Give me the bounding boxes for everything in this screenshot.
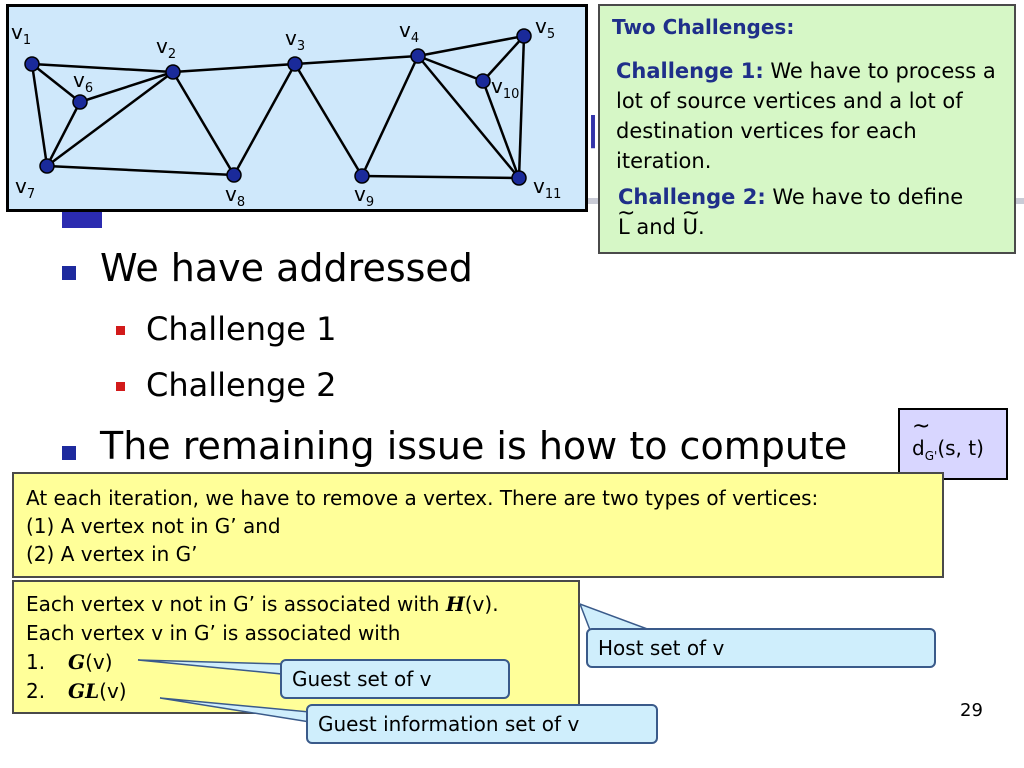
title-bullet-mark: [62, 208, 102, 230]
graph-nodes: [24, 28, 532, 186]
bullet-addressed-text: We have addressed: [100, 246, 473, 290]
distance-formula: dG'(s, t): [912, 436, 984, 463]
two-challenges-callout: Two Challenges: Challenge 1: We have to …: [598, 4, 1016, 254]
assoc-line-1: Each vertex v not in G’ is associated wi…: [26, 592, 499, 616]
label-v2: v2: [156, 34, 176, 62]
label-v7: v7: [15, 174, 35, 202]
guest-info-symbol: GL: [68, 679, 100, 703]
guest-set-callout: Guest set of v: [280, 659, 510, 699]
iteration-line-1: At each iteration, we have to remove a v…: [26, 486, 819, 510]
label-v5: v5: [535, 14, 555, 42]
node-v2: [165, 64, 181, 80]
guest-pointer: [137, 659, 283, 675]
node-v1: [24, 56, 40, 72]
edge-v2-v3: [172, 62, 296, 74]
label-v6: v6: [73, 68, 93, 96]
edge-v10-v11: [481, 80, 521, 179]
node-v7: [39, 158, 55, 174]
edge-v9-v11: [361, 174, 520, 180]
graph-edges: [30, 34, 526, 180]
period: .: [697, 215, 705, 239]
node-v3: [287, 56, 303, 72]
subbullet-challenge-2-text: Challenge 2: [146, 366, 337, 404]
label-v11: v11: [533, 174, 561, 202]
page-number: 29: [960, 700, 983, 721]
bullet-icon: [62, 266, 76, 280]
edge-v4-v9: [360, 55, 420, 177]
edge-v4-v10: [417, 54, 484, 83]
and-text: and: [629, 215, 683, 239]
edge-v1-v7: [30, 63, 49, 167]
subbullet-icon: [116, 382, 125, 391]
edge-v7-v8: [46, 164, 235, 177]
label-v3: v3: [285, 26, 305, 54]
bullet-icon: [62, 446, 76, 460]
graph-labels: v1 v2 v3 v4 v5 v6 v7 v8 v9 v10 v11: [11, 14, 561, 210]
edge-v6-v7: [45, 101, 82, 167]
guest-info-pointer: [159, 697, 311, 723]
edge-v7-v2: [46, 70, 174, 168]
challenge-1-label: Challenge 1:: [616, 59, 764, 83]
node-v8: [226, 167, 242, 183]
subbullet-icon: [116, 326, 125, 335]
challenge-2-body: We have to define: [765, 185, 964, 209]
node-v4: [410, 48, 426, 64]
iteration-note: At each iteration, we have to remove a v…: [12, 472, 944, 578]
label-v1: v1: [11, 20, 31, 48]
edge-v4-v11: [417, 55, 520, 179]
subbullet-challenge-1-text: Challenge 1: [146, 310, 337, 348]
graph-svg: v1 v2 v3 v4 v5 v6 v7 v8 v9 v10 v11: [11, 14, 561, 210]
edge-v1-v2: [31, 62, 174, 74]
distance-formula-box: ~ dG'(s, t): [898, 408, 1008, 480]
edge-v3-v9: [293, 63, 364, 177]
edge-v3-v4: [294, 54, 419, 66]
edge-v1-v6: [31, 63, 81, 103]
assoc-item-1: 1.G(v): [26, 650, 113, 674]
iteration-line-2: (1) A vertex not in G’ and: [26, 514, 281, 538]
tilde-mark: ~: [912, 414, 931, 439]
node-v11: [511, 170, 527, 186]
host-set-symbol: H: [445, 592, 465, 616]
label-v10: v10: [491, 74, 519, 102]
label-v8: v8: [225, 182, 245, 209]
node-v9: [354, 168, 370, 184]
challenge-1-body: We have to process a lot of source verti…: [616, 59, 996, 173]
label-v9: v9: [354, 182, 374, 209]
challenge-1-text: Challenge 1: We have to process a lot of…: [616, 56, 1008, 176]
edge-v3-v8: [232, 63, 297, 176]
node-v6: [72, 94, 88, 110]
challenge-2-label: Challenge 2:: [618, 185, 766, 209]
assoc-item-2: 2.GL(v): [26, 679, 127, 703]
edge-v6-v2: [79, 70, 174, 104]
challenges-header: Two Challenges:: [612, 15, 795, 39]
assoc-line-2: Each vertex v in G’ is associated with: [26, 621, 401, 645]
guest-set-symbol: G: [68, 650, 86, 674]
edge-v4-v5: [417, 34, 525, 58]
bullet-remaining-text: The remaining issue is how to compute: [100, 424, 848, 468]
host-set-callout: Host set of v: [586, 628, 936, 668]
host-pointer: [578, 602, 651, 631]
graph-diagram: v1 v2 v3 v4 v5 v6 v7 v8 v9 v10 v11: [6, 4, 588, 212]
u-tilde: ~U: [681, 201, 700, 239]
node-v10: [475, 73, 491, 89]
iteration-line-3: (2) A vertex in G’: [26, 542, 198, 566]
label-v4: v4: [399, 18, 419, 46]
node-v5: [516, 28, 532, 44]
edge-v2-v8: [171, 71, 236, 176]
l-tilde: ~L: [617, 201, 636, 239]
challenge-2-text: Challenge 2: We have to define ~L and ~U…: [617, 182, 1010, 242]
edge-v5-v11: [517, 35, 526, 179]
edge-v10-v5: [482, 35, 525, 82]
guest-info-set-callout: Guest information set of v: [306, 704, 658, 744]
